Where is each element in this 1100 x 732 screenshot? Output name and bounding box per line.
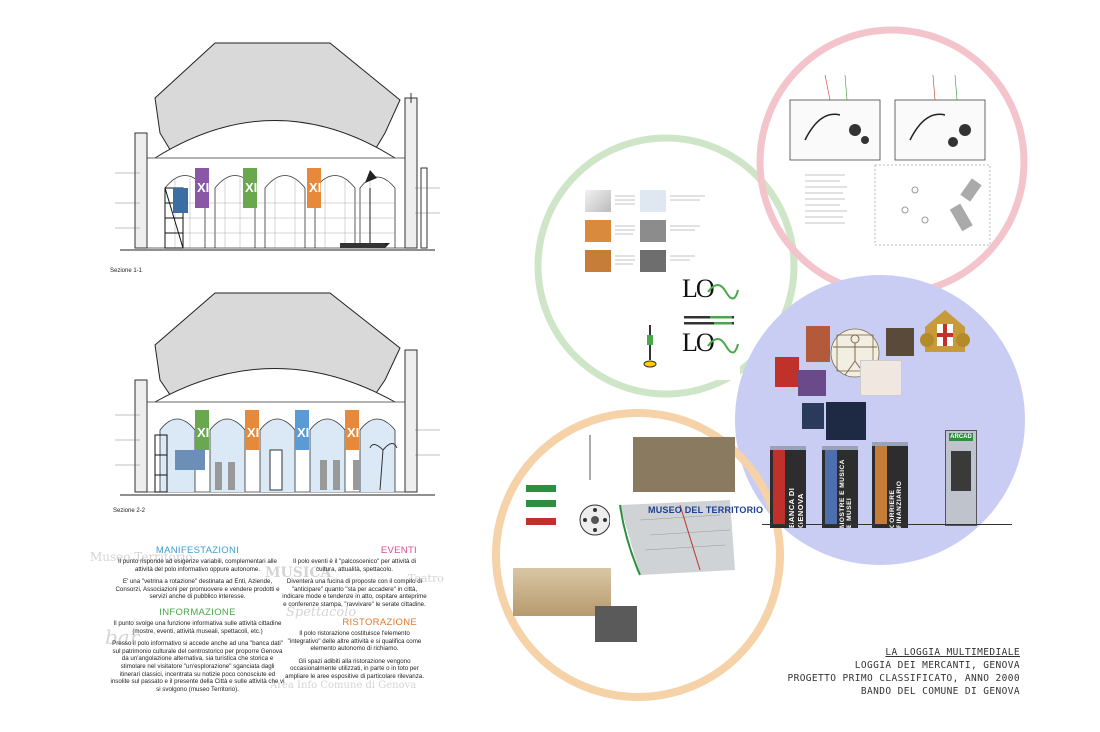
informazione-title: INFORMAZIONE	[159, 607, 236, 618]
ristorazione-text-2: Gli spazi adibiti alla ristorazione veng…	[285, 657, 424, 680]
territorio-device	[526, 435, 610, 536]
logo-lo-bottom: LO	[682, 328, 715, 357]
pillar-sign-label: ARCAD	[949, 433, 973, 441]
green-circle	[534, 134, 798, 398]
informazione-text-1: Il punto svolge una funzione informativa…	[113, 620, 282, 635]
ristorazione-title: RISTORAZIONE	[342, 617, 417, 628]
photo-night	[802, 403, 824, 429]
territorio-map	[619, 500, 735, 576]
logo-lo-top: LO	[682, 274, 715, 303]
material-wood-1	[585, 220, 611, 242]
material-stone	[640, 220, 666, 242]
banner-xi-5: XI	[247, 425, 260, 440]
photo-poster	[775, 357, 799, 387]
photo-statue	[886, 328, 914, 356]
material-wood-2	[585, 250, 611, 272]
watermark-spettacolo: Spettacolo	[286, 605, 357, 620]
logo-stand	[643, 325, 657, 368]
manifestazioni-block: MANIFESTAZIONI Il punto risponde ad esig…	[110, 545, 285, 601]
title-block: LA LOGGIA MULTIMEDIALE LOGGIA DEI MERCAN…	[760, 646, 1020, 698]
title-line-1: LA LOGGIA MULTIMEDIALE	[885, 647, 1020, 658]
eventi-block: EVENTI Il polo eventi è il "palcoscenico…	[282, 545, 427, 609]
watermark-teatro: Teatro	[408, 572, 444, 585]
watermark-museo: Museo Territorio	[90, 550, 193, 564]
ground-line	[762, 524, 1012, 525]
pillar-banca-di-genova: BANCA DI GENOVA	[770, 446, 806, 528]
banner-orange	[307, 168, 321, 208]
genoa-coat-of-arms	[920, 310, 970, 352]
section-2-label: Sezione 2-2	[113, 508, 146, 514]
historic-people-photo	[595, 606, 637, 642]
manifestazioni-text-1: Il punto risponde ad esigenze variabili,…	[118, 558, 277, 573]
informazione-text-2: Presso il polo informativo si accede anc…	[110, 640, 285, 693]
banner-xi-2: XI	[245, 180, 258, 195]
photo-crossings	[860, 360, 902, 396]
materials-panel	[585, 190, 765, 380]
eventi-title: EVENTI	[380, 545, 417, 556]
banner-purple	[195, 168, 209, 208]
territorio-map-title: MUSEO DEL TERRITORIO	[648, 505, 764, 515]
title-line-4: BANDO DEL COMUNE DI GENOVA	[860, 686, 1020, 697]
photo-concert	[798, 370, 826, 396]
floor-plans	[789, 74, 991, 246]
banner-xi-1: XI	[197, 180, 210, 195]
material-notes	[615, 195, 705, 265]
pillar-mostre: MOSTRE E MUSICA E MUSEI	[822, 446, 858, 528]
material-glass	[640, 190, 666, 212]
title-line-2: LOGGIA DEI MERCANTI, GENOVA	[854, 660, 1020, 671]
eventi-text-1: Il polo eventi è il "palcoscenico" per a…	[292, 558, 417, 573]
aerial-photo	[633, 437, 735, 492]
pillar-corriere-label: CORRIERE FINANZIARIO	[889, 480, 903, 528]
material-metal	[640, 250, 666, 272]
ristorazione-block: RISTORAZIONE Il polo ristorazione costit…	[282, 617, 427, 681]
ristorazione-text-1: Il polo ristorazione costituisce l'eleme…	[287, 630, 422, 653]
orange-circle	[492, 409, 784, 701]
photo-woman	[806, 326, 830, 362]
watermark-musica: MUSICA	[265, 565, 332, 581]
eventi-text-2: Diventerà una fucina di proposte con il …	[282, 578, 427, 608]
section-1-drawing	[115, 42, 440, 251]
informazione-block: INFORMAZIONE Il punto svolge una funzion…	[110, 607, 285, 693]
material-steel	[585, 190, 611, 212]
title-line-3: PROGETTO PRIMO CLASSIFICATO, ANNO 2000	[787, 673, 1020, 684]
banner-xi-4: XI	[197, 425, 210, 440]
logo-panel: LO LO	[670, 270, 740, 380]
banner-xi-6: XI	[297, 425, 310, 440]
banner-green	[243, 168, 257, 208]
section-2-drawing	[115, 292, 440, 496]
photo-performer	[826, 402, 866, 440]
pillar-corriere: CORRIERE FINANZIARIO	[872, 442, 908, 528]
watermark-area-info: Area Info Comune di Genova	[270, 680, 417, 691]
watermark-bar: bar	[105, 625, 140, 649]
pillar-banca-label: BANCA DI GENOVA	[787, 487, 805, 528]
banner-xi-7: XI	[347, 425, 360, 440]
section-1-label: Sezione 1-1	[110, 268, 143, 274]
manifestazioni-text-2: E' una "vetrina a rotazione" destinata a…	[115, 578, 280, 601]
pillar-mostre-label: MOSTRE E MUSICA E MUSEI	[839, 459, 853, 528]
historic-port-photo	[513, 568, 611, 616]
manifestazioni-title: MANIFESTAZIONI	[155, 545, 240, 556]
banner-xi-3: XI	[309, 180, 322, 195]
pillar-info: ARCAD	[945, 430, 977, 526]
